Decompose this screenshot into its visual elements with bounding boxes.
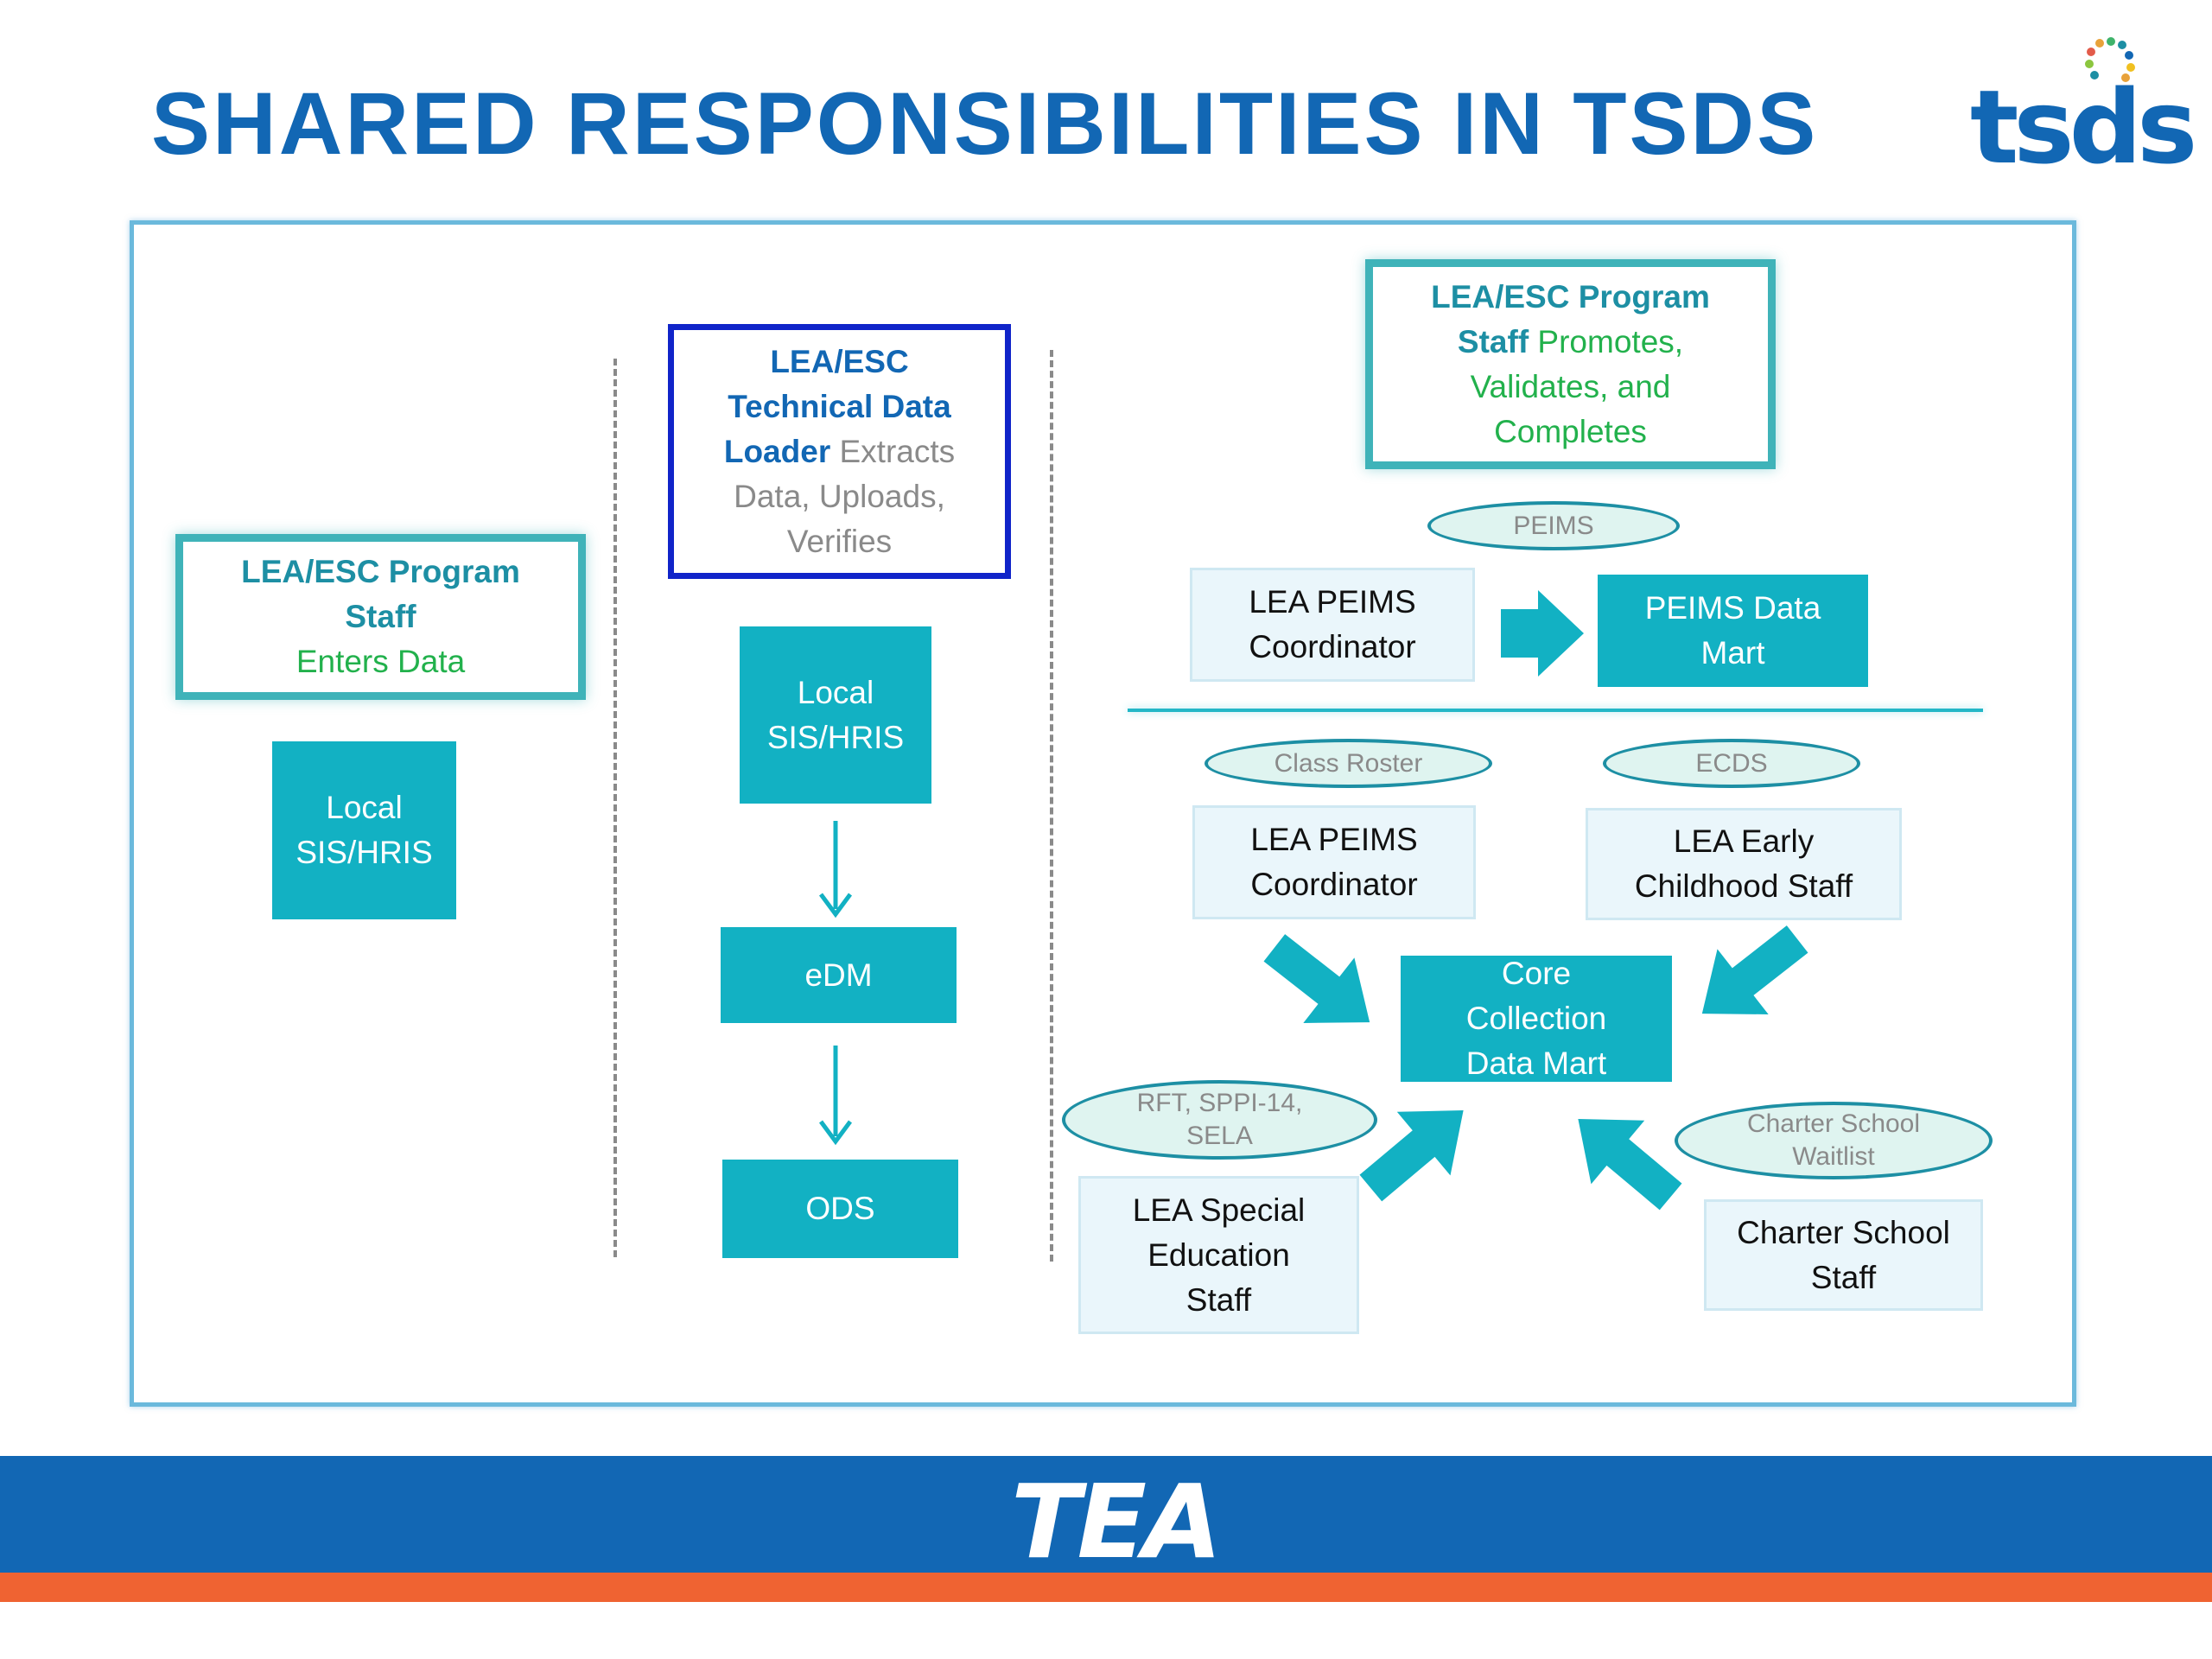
col1-header-line1: LEA/ESC Program [241,554,520,589]
col2-local-sis-box: Local SIS/HRIS [740,626,931,804]
footer-stripe [0,1573,2212,1602]
section-divider [1128,709,1983,712]
roster-coord-line1: LEA PEIMS [1250,822,1418,857]
roster-coord-line2: Coordinator [1250,867,1418,902]
sped-line2: Education [1147,1236,1290,1273]
tea-logo: TEA [1011,1462,1222,1581]
pill-class-roster: Class Roster [1205,739,1492,788]
peims-coordinator-box: LEA PEIMS Coordinator [1190,568,1475,682]
pill-rft-line1: RFT, SPPI-14, [1136,1089,1303,1117]
col1-box-line2: SIS/HRIS [296,835,433,870]
col2-header-line5: Verifies [786,523,893,559]
col2-header-box: LEA/ESC Technical Data Loader Extracts D… [668,324,1011,579]
pill-charter-waitlist: Charter School Waitlist [1675,1102,1993,1179]
col2-box1-line1: Local [797,674,874,710]
core-line2: Collection [1465,1001,1607,1036]
peims-data-mart-box: PEIMS Data Mart [1598,575,1868,687]
col1-header-line3: Enters Data [296,644,466,679]
col2-box1-line2: SIS/HRIS [766,719,905,755]
pill-peims: PEIMS [1427,501,1680,550]
col3-header-line2a: Staff [1457,323,1529,359]
core-line1: Core [1501,956,1572,991]
special-education-staff-box: LEA Special Education Staff [1078,1176,1359,1334]
footer-band [0,1456,2212,1573]
column-divider-1 [613,359,617,1257]
col1-header-line2: Staff [345,599,416,634]
col2-header-line1: LEA/ESC [770,343,909,379]
col2-header-line3b: Extracts [830,433,956,469]
col3-header-line4: Completes [1494,413,1647,449]
ods-box: ODS [722,1160,958,1258]
col1-box-line1: Local [326,790,403,825]
early-line2: Childhood Staff [1634,868,1853,904]
core-line3: Data Mart [1465,1046,1607,1081]
pill-ecds: ECDS [1603,739,1860,788]
col1-header-box: LEA/ESC Program Staff Enters Data [175,534,586,700]
page-title: SHARED RESPONSIBILITIES IN TSDS [151,74,1819,173]
col2-header-line2: Technical Data [728,388,951,424]
pill-rft-sppi-sela: RFT, SPPI-14, SELA [1062,1080,1377,1160]
col3-header-box: LEA/ESC Program Staff Promotes, Validate… [1365,259,1776,469]
charter-line2: Staff [1810,1259,1877,1295]
col3-header-line3: Validates, and [1470,368,1671,404]
column-divider-2 [1050,350,1053,1262]
early-childhood-staff-box: LEA Early Childhood Staff [1586,808,1902,920]
pill-rft-line2: SELA [1186,1122,1253,1150]
col2-header-line4: Data, Uploads, [734,478,945,514]
peims-mart-line1: PEIMS Data [1644,590,1821,626]
peims-coord-line1: LEA PEIMS [1249,584,1416,620]
dot-cluster-icon [2085,37,2135,82]
peims-mart-line2: Mart [1700,635,1765,671]
core-collection-data-mart-box: Core Collection Data Mart [1401,956,1672,1082]
class-roster-coordinator-box: LEA PEIMS Coordinator [1192,805,1476,919]
tsds-logo: tsds [1970,35,2197,187]
peims-coord-line2: Coordinator [1249,629,1416,664]
edm-box: eDM [721,927,957,1023]
pill-charter-line2: Waitlist [1792,1142,1875,1171]
charter-line1: Charter School [1737,1214,1950,1250]
pill-charter-line1: Charter School [1746,1109,1921,1138]
col2-header-line3a: Loader [723,433,831,469]
early-line1: LEA Early [1673,823,1815,859]
col3-header-line1: LEA/ESC Program [1431,278,1710,315]
sped-line1: LEA Special [1132,1192,1306,1228]
charter-school-staff-box: Charter School Staff [1704,1199,1983,1311]
tsds-wordmark: tsds [1970,67,2197,187]
col1-local-sis-box: Local SIS/HRIS [272,741,456,919]
col3-header-line2b: Promotes, [1529,323,1684,359]
sped-line3: Staff [1185,1281,1252,1318]
